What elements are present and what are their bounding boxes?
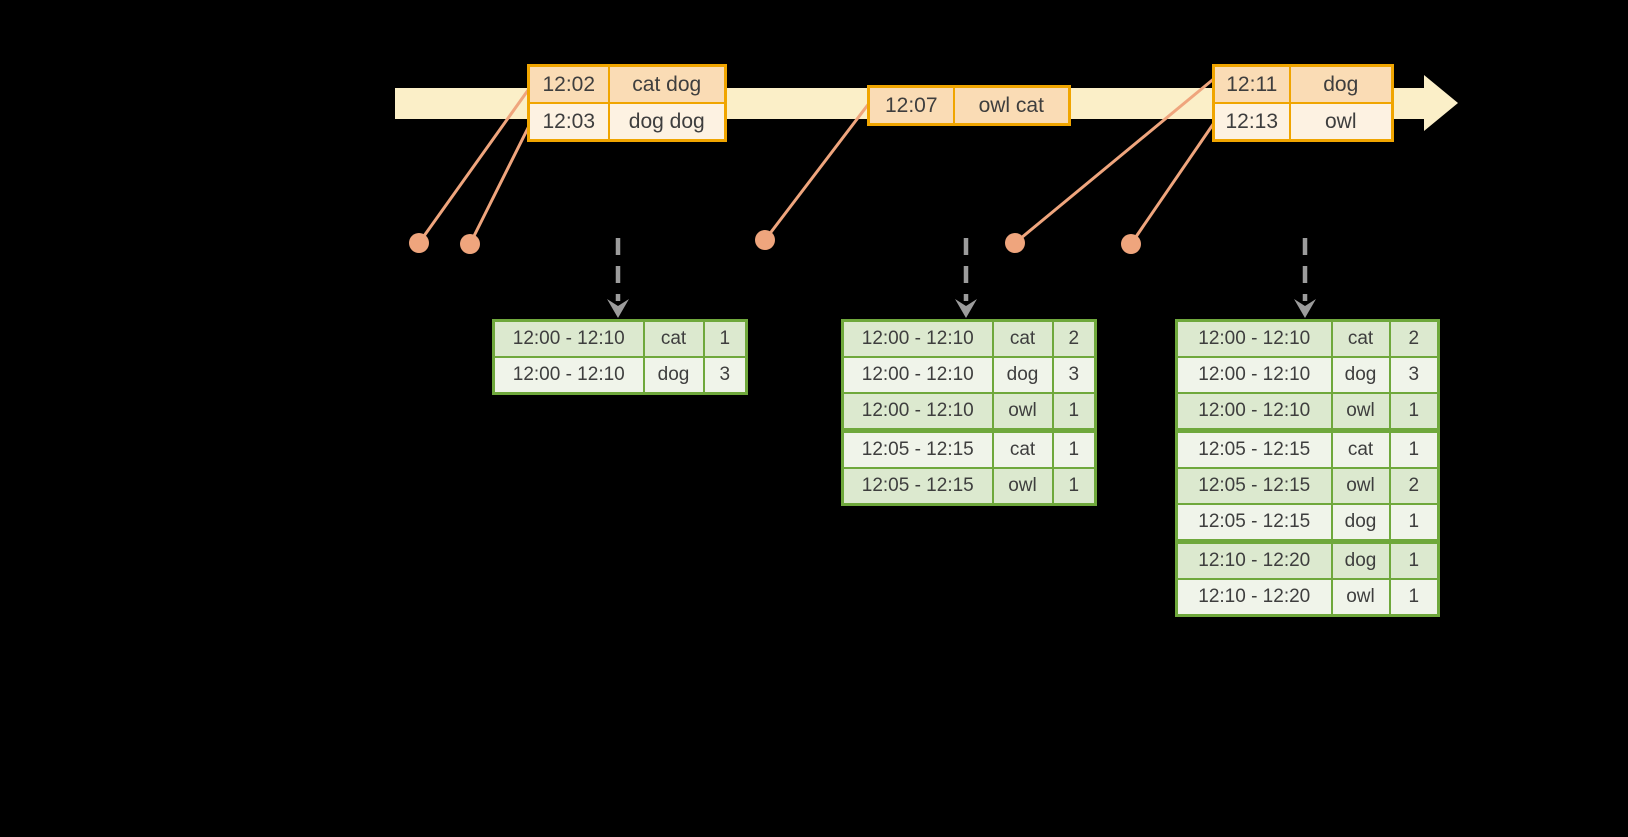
- count-cell: 1: [1388, 539, 1440, 580]
- table-row: 12:00 - 12:10 owl 1: [1175, 392, 1440, 432]
- input-events-table-1: 12:02 cat dog 12:03 dog dog: [527, 64, 727, 142]
- event-time-cell: 12:13: [1212, 102, 1291, 142]
- window-cell: 12:10 - 12:20: [1175, 578, 1333, 617]
- word-cell: cat: [642, 319, 705, 358]
- count-cell: 3: [1388, 356, 1440, 394]
- word-cell: dog: [1330, 503, 1391, 543]
- word-cell: owl: [991, 392, 1054, 432]
- word-cell: cat: [991, 319, 1054, 358]
- table-row: 12:02 cat dog: [527, 64, 727, 104]
- word-cell: dog: [642, 356, 705, 395]
- count-cell: 1: [702, 319, 748, 358]
- event-words-cell: owl cat: [952, 85, 1071, 126]
- word-cell: cat: [1330, 319, 1391, 358]
- window-cell: 12:00 - 12:10: [841, 319, 994, 358]
- input-events-table-3: 12:11 dog 12:13 owl: [1212, 64, 1394, 142]
- event-time-cell: 12:03: [527, 102, 610, 142]
- window-cell: 12:05 - 12:15: [841, 428, 994, 469]
- event-time-cell: 12:11: [1212, 64, 1291, 104]
- window-cell: 12:00 - 12:10: [841, 356, 994, 394]
- table-row: 12:10 - 12:20 dog 1: [1175, 539, 1440, 580]
- window-cell: 12:00 - 12:10: [492, 356, 645, 395]
- window-cell: 12:00 - 12:10: [1175, 319, 1333, 358]
- table-row: 12:00 - 12:10 owl 1: [841, 392, 1097, 432]
- window-cell: 12:05 - 12:15: [841, 467, 994, 506]
- event-leader-line: [763, 101, 872, 241]
- count-cell: 1: [1051, 392, 1097, 432]
- result-table-1: 12:00 - 12:10 cat 1 12:00 - 12:10 dog 3: [492, 319, 748, 395]
- table-row: 12:05 - 12:15 cat 1: [1175, 428, 1440, 469]
- table-row: 12:05 - 12:15 owl 2: [1175, 467, 1440, 505]
- word-cell: owl: [1330, 578, 1391, 617]
- event-dot: [755, 230, 775, 250]
- event-dot: [1005, 233, 1025, 253]
- window-cell: 12:00 - 12:10: [841, 392, 994, 432]
- trigger-arrowhead-icon: [607, 299, 629, 318]
- event-leader-line: [1129, 119, 1218, 245]
- table-row: 12:10 - 12:20 owl 1: [1175, 578, 1440, 617]
- result-table-2: 12:00 - 12:10 cat 2 12:00 - 12:10 dog 3 …: [841, 319, 1097, 506]
- table-row: 12:03 dog dog: [527, 102, 727, 142]
- table-row: 12:00 - 12:10 cat 1: [492, 319, 748, 358]
- event-words-cell: owl: [1288, 102, 1394, 142]
- count-cell: 3: [702, 356, 748, 395]
- table-row: 12:05 - 12:15 owl 1: [841, 467, 1097, 506]
- count-cell: 2: [1388, 467, 1440, 505]
- count-cell: 1: [1051, 428, 1097, 469]
- count-cell: 3: [1051, 356, 1097, 394]
- event-dot: [460, 234, 480, 254]
- word-cell: owl: [1330, 392, 1391, 432]
- trigger-arrowhead-icon: [1294, 299, 1316, 318]
- window-cell: 12:05 - 12:15: [1175, 503, 1333, 543]
- word-cell: dog: [1330, 356, 1391, 394]
- table-row: 12:11 dog: [1212, 64, 1394, 104]
- count-cell: 1: [1388, 392, 1440, 432]
- word-cell: owl: [991, 467, 1054, 506]
- count-cell: 2: [1051, 319, 1097, 358]
- input-events-table-2: 12:07 owl cat: [867, 85, 1071, 126]
- event-dot: [409, 233, 429, 253]
- event-dot: [1121, 234, 1141, 254]
- table-row: 12:07 owl cat: [867, 85, 1071, 126]
- count-cell: 1: [1388, 428, 1440, 469]
- count-cell: 1: [1388, 578, 1440, 617]
- table-row: 12:00 - 12:10 dog 3: [841, 356, 1097, 394]
- table-row: 12:13 owl: [1212, 102, 1394, 142]
- event-leader-line: [1014, 75, 1217, 245]
- count-cell: 1: [1051, 467, 1097, 506]
- word-cell: cat: [1330, 428, 1391, 469]
- event-words-cell: dog dog: [607, 102, 727, 142]
- event-time-cell: 12:02: [527, 64, 610, 104]
- word-cell: owl: [1330, 467, 1391, 505]
- timeline-arrowhead-icon: [1424, 75, 1458, 131]
- table-row: 12:00 - 12:10 cat 2: [841, 319, 1097, 358]
- result-table-3: 12:00 - 12:10 cat 2 12:00 - 12:10 dog 3 …: [1175, 319, 1440, 617]
- table-row: 12:00 - 12:10 dog 3: [1175, 356, 1440, 394]
- table-row: 12:00 - 12:10 dog 3: [492, 356, 748, 395]
- word-cell: cat: [991, 428, 1054, 469]
- event-words-cell: cat dog: [607, 64, 727, 104]
- window-cell: 12:10 - 12:20: [1175, 539, 1333, 580]
- event-leader-line: [468, 121, 533, 245]
- count-cell: 1: [1388, 503, 1440, 543]
- table-row: 12:05 - 12:15 dog 1: [1175, 503, 1440, 543]
- table-row: 12:00 - 12:10 cat 2: [1175, 319, 1440, 358]
- table-row: 12:05 - 12:15 cat 1: [841, 428, 1097, 469]
- word-cell: dog: [991, 356, 1054, 394]
- trigger-arrowhead-icon: [955, 299, 977, 318]
- count-cell: 2: [1388, 319, 1440, 358]
- word-cell: dog: [1330, 539, 1391, 580]
- window-cell: 12:00 - 12:10: [1175, 356, 1333, 394]
- window-cell: 12:00 - 12:10: [492, 319, 645, 358]
- window-cell: 12:00 - 12:10: [1175, 392, 1333, 432]
- event-words-cell: dog: [1288, 64, 1394, 104]
- event-leader-line: [417, 85, 533, 244]
- window-cell: 12:05 - 12:15: [1175, 428, 1333, 469]
- window-cell: 12:05 - 12:15: [1175, 467, 1333, 505]
- event-time-cell: 12:07: [867, 85, 955, 126]
